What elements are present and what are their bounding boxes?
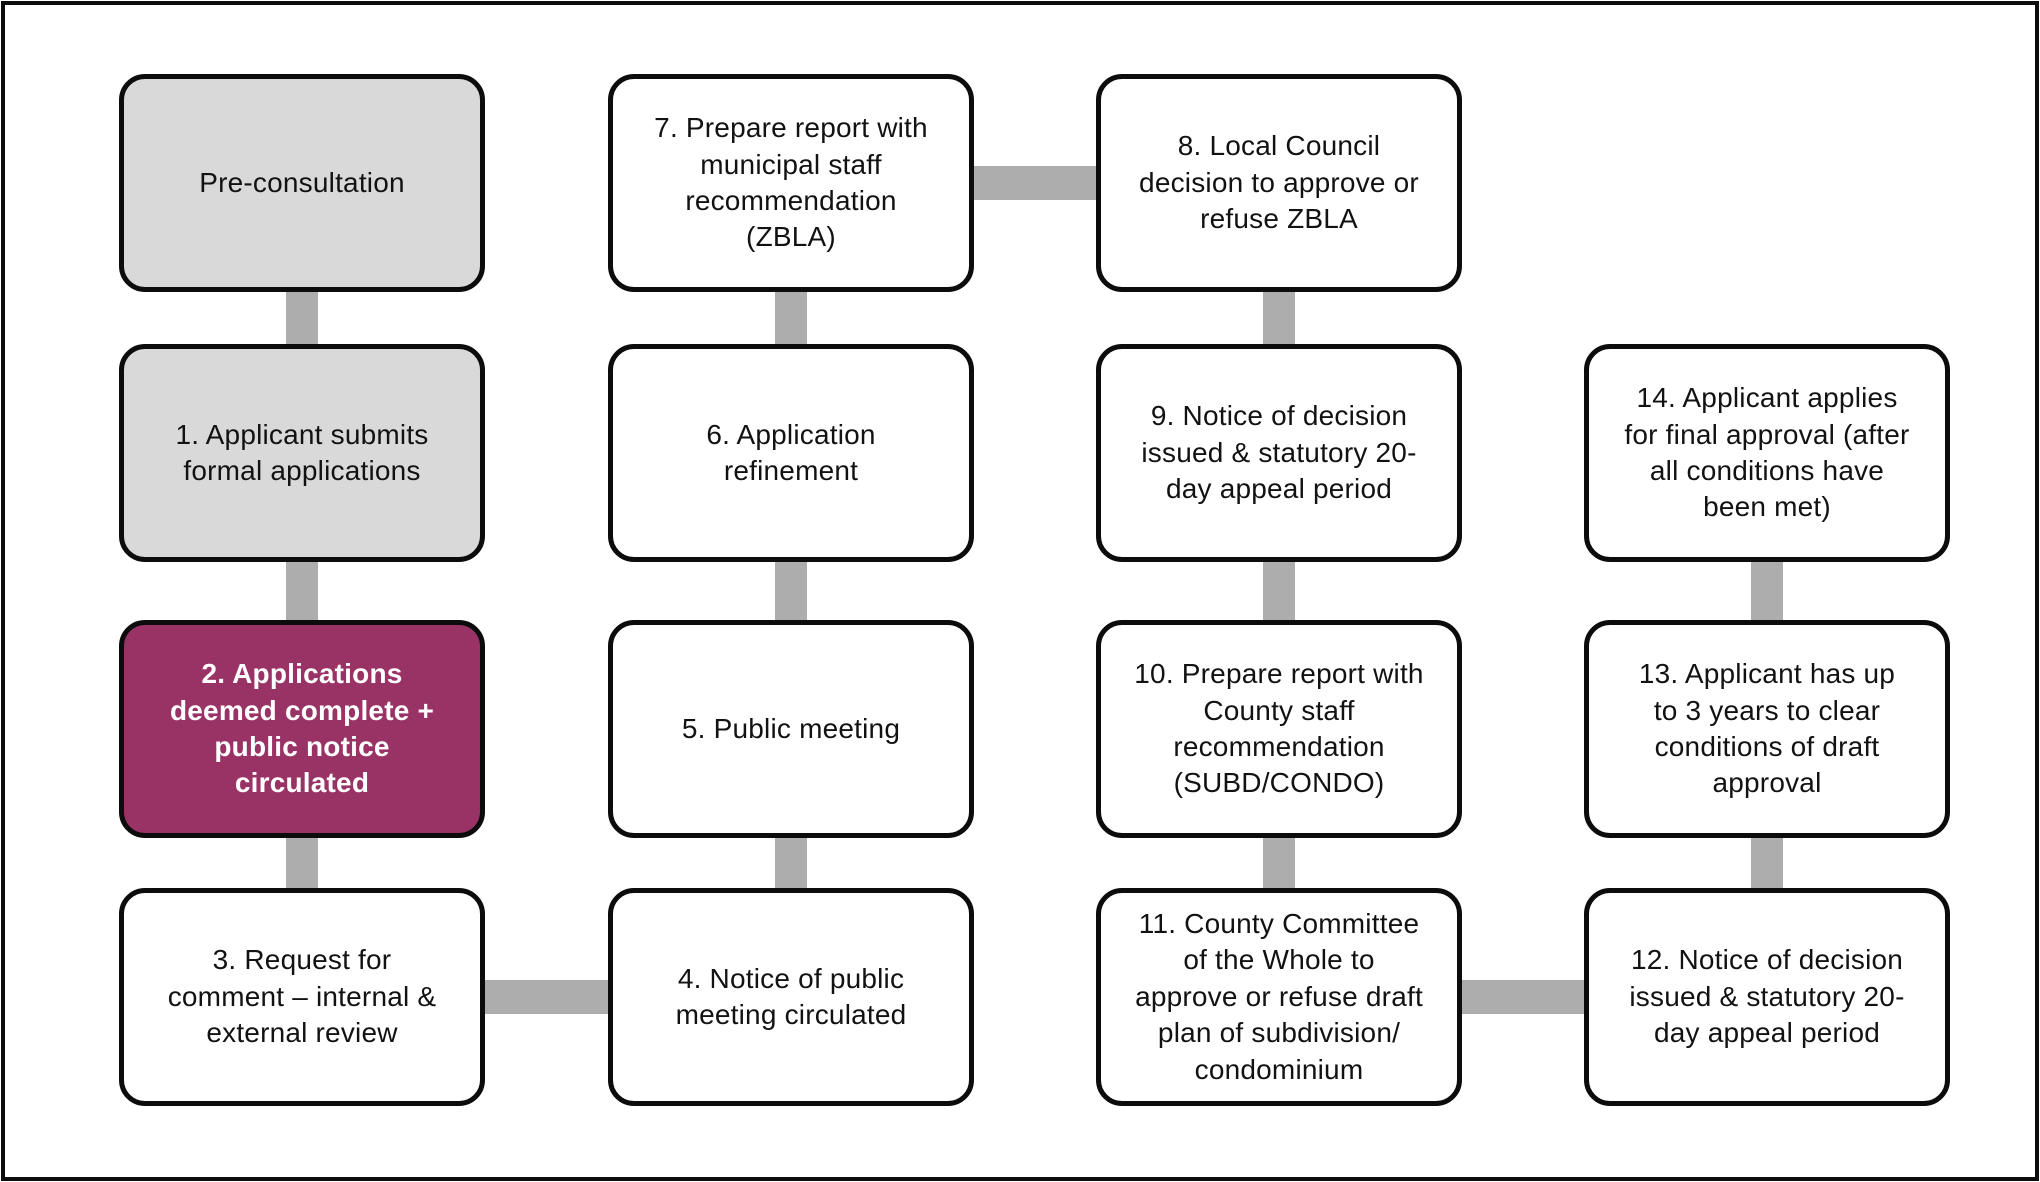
flow-node-step-8: 8. Local Council decision to approve or … [1096,74,1462,292]
connector-step-8-step-9 [1263,286,1295,350]
flow-node-step-5: 5. Public meeting [608,620,974,838]
node-label: Pre-consultation [199,166,405,198]
flow-node-step-4: 4. Notice of public meeting circulated [608,888,974,1106]
node-label: 6. Application refinement [706,418,876,486]
flow-node-step-3: 3. Request for comment – internal & exte… [119,888,485,1106]
connector-step-11-step-12 [1456,980,1590,1014]
connector-step-10-step-11 [1263,832,1295,894]
node-label: 3. Request for comment – internal & exte… [167,944,437,1049]
connector-step-1-step-2 [286,556,318,626]
connector-step-2-step-3 [286,832,318,894]
connector-step-13-step-14 [1751,556,1783,626]
connector-step-7-step-8 [968,166,1102,200]
node-label: 8. Local Council decision to approve or … [1139,130,1419,235]
node-label: 2. Applications deemed complete + public… [169,658,435,799]
flow-node-step-11: 11. County Committee of the Whole to app… [1096,888,1462,1106]
flow-node-step-6: 6. Application refinement [608,344,974,562]
connector-step-3-step-4 [479,980,614,1014]
connector-step-9-step-10 [1263,556,1295,626]
flow-node-step-14: 14. Applicant applies for final approval… [1584,344,1950,562]
node-label: 12. Notice of decision issued & statutor… [1629,944,1905,1049]
connector-step-6-step-7 [775,286,807,350]
flow-node-step-7: 7. Prepare report with municipal staff r… [608,74,974,292]
node-label: 4. Notice of public meeting circulated [675,962,907,1030]
node-label: 5. Public meeting [681,712,901,744]
node-label: 13. Applicant has up to 3 years to clear… [1638,658,1896,799]
node-label: 7. Prepare report with municipal staff r… [654,112,928,253]
connector-step-4-step-5 [775,832,807,894]
flow-node-step-1: 1. Applicant submits formal applications [119,344,485,562]
flow-node-step-12: 12. Notice of decision issued & statutor… [1584,888,1950,1106]
connector-pre-consultation-step-1 [286,286,318,350]
node-label: 1. Applicant submits formal applications [175,418,429,486]
node-label: 9. Notice of decision issued & statutory… [1141,400,1417,505]
connector-step-12-step-13 [1751,832,1783,894]
flow-node-step-10: 10. Prepare report with County staff rec… [1096,620,1462,838]
flow-node-step-9: 9. Notice of decision issued & statutory… [1096,344,1462,562]
connector-step-5-step-6 [775,556,807,626]
node-label: 10. Prepare report with County staff rec… [1134,658,1424,799]
flow-node-pre-consultation: Pre-consultation [119,74,485,292]
node-label: 11. County Committee of the Whole to app… [1135,908,1423,1085]
flow-node-step-13: 13. Applicant has up to 3 years to clear… [1584,620,1950,838]
node-label: 14. Applicant applies for final approval… [1624,382,1910,523]
flow-node-step-2: 2. Applications deemed complete + public… [119,620,485,838]
